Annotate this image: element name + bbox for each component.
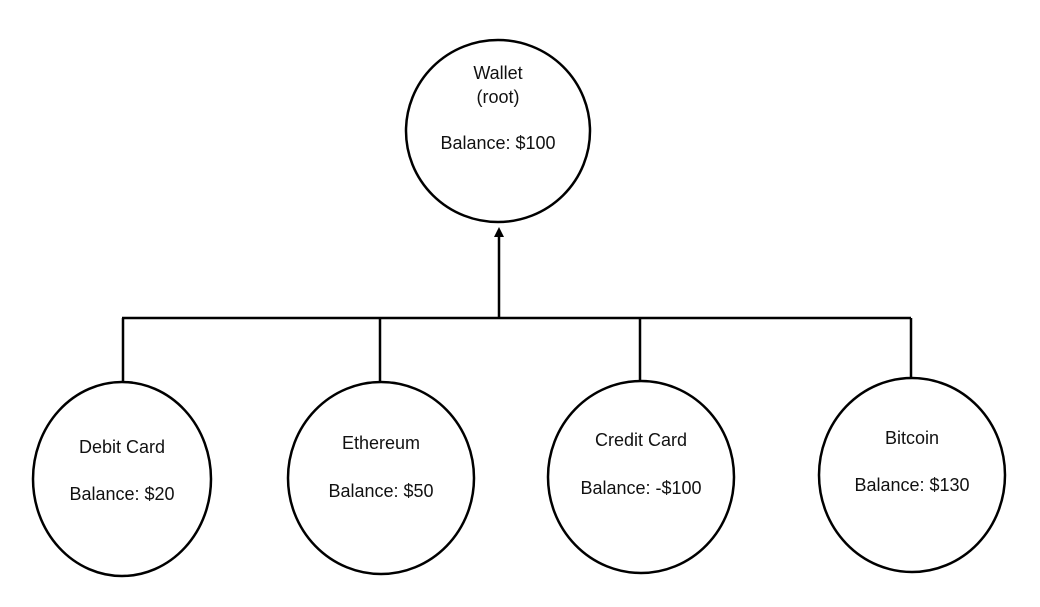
child-node-circle: [817, 376, 1007, 574]
child-node-credit-card: Credit Card Balance: -$100: [546, 379, 736, 575]
connectors: [121, 227, 913, 383]
root-node-circle: [404, 38, 592, 224]
child-node-name: Credit Card: [595, 430, 687, 450]
child-node-ethereum: Ethereum Balance: $50: [286, 380, 476, 576]
child-node-circle: [286, 380, 476, 576]
root-node-balance: Balance: $100: [440, 133, 555, 153]
child-node-bitcoin: Bitcoin Balance: $130: [817, 376, 1007, 574]
child-node-balance: Balance: $50: [328, 481, 433, 501]
child-node-balance: Balance: $20: [69, 484, 174, 504]
child-node-name: Debit Card: [79, 437, 165, 457]
root-node-subtitle: (root): [476, 87, 519, 107]
child-node-name: Ethereum: [342, 433, 420, 453]
child-node-balance: Balance: -$100: [580, 478, 701, 498]
child-node-balance: Balance: $130: [854, 475, 969, 495]
child-node-circle: [546, 379, 736, 575]
root-node: Wallet (root) Balance: $100: [404, 38, 592, 224]
child-node-circle: [31, 380, 213, 578]
child-node-name: Bitcoin: [885, 428, 939, 448]
root-node-name: Wallet: [473, 63, 522, 83]
child-node-debit-card: Debit Card Balance: $20: [31, 380, 213, 578]
